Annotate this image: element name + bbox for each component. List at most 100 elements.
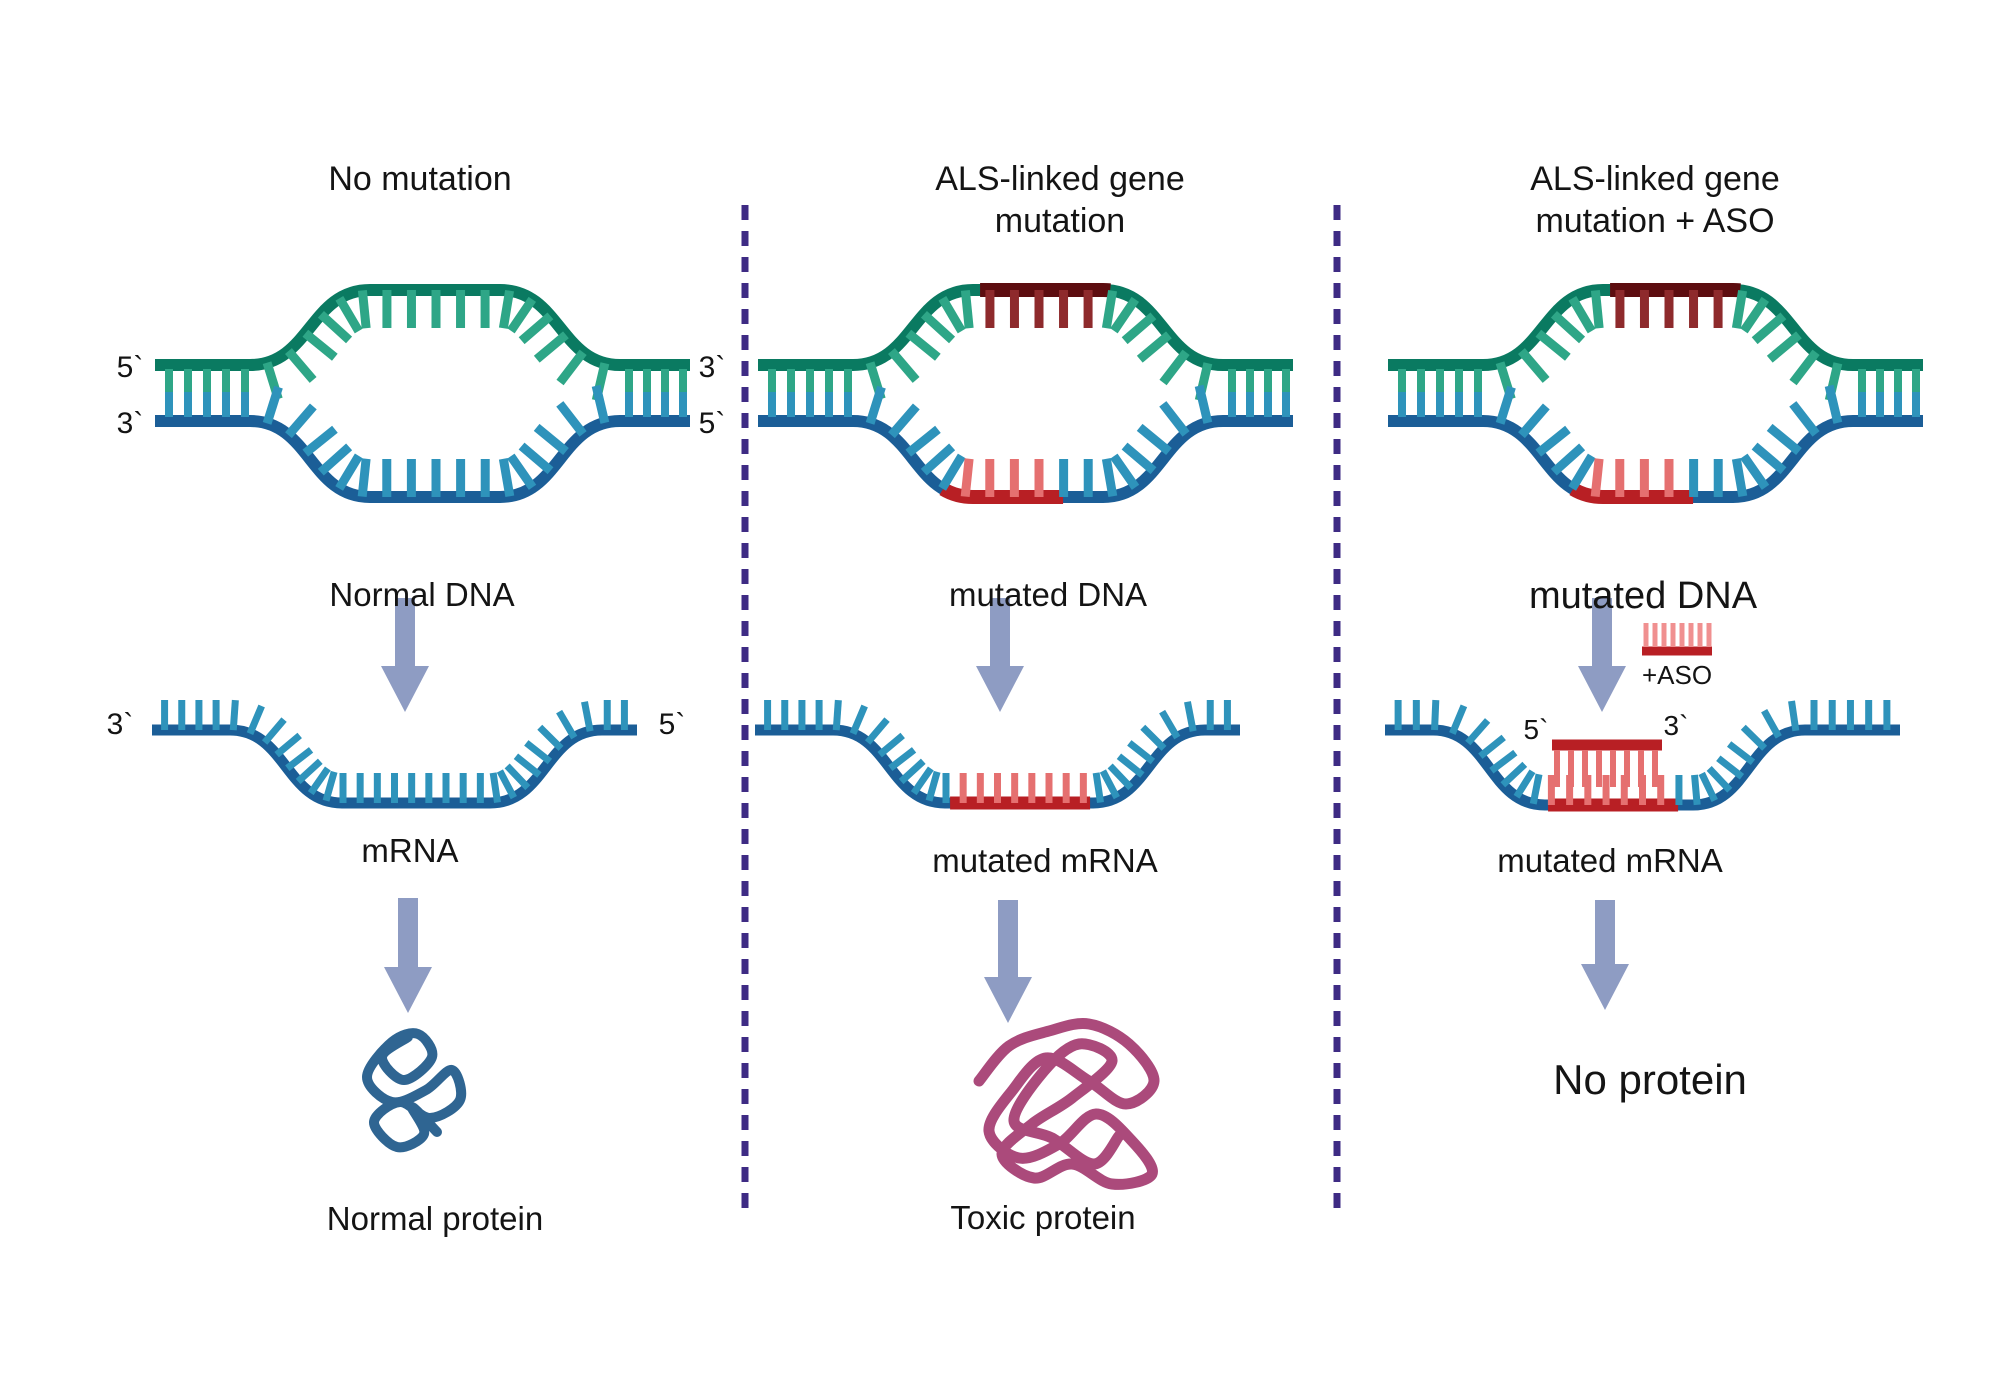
artwork-layer xyxy=(152,205,1923,1218)
flow-arrow xyxy=(976,598,1024,712)
mrna-tick xyxy=(1140,724,1167,751)
dna-top-tick xyxy=(507,296,537,334)
dna-top-mutation-segment xyxy=(1388,283,1923,372)
dna-top-tick xyxy=(335,296,363,334)
dna-bottom-strand xyxy=(758,415,1293,503)
mrna-tick xyxy=(1740,724,1768,751)
dna-top-tick xyxy=(1789,349,1820,386)
dna-bottom-tick xyxy=(1136,423,1172,455)
dna-bottom-tick xyxy=(1121,442,1157,475)
dna-top-tick xyxy=(1590,289,1604,329)
dna-top-tick xyxy=(1535,329,1571,361)
mrna-mutation-segment xyxy=(755,723,1240,810)
plus-aso-label: +ASO xyxy=(1642,660,1712,690)
mrna-tick xyxy=(877,732,905,758)
column2-title-line2: mutation xyxy=(995,202,1125,240)
dna-bottom-tick xyxy=(285,403,317,439)
dna-top-tick xyxy=(1766,331,1802,363)
dna-top-tick xyxy=(317,311,353,344)
dna-top-tick xyxy=(1110,296,1140,334)
dna-bottom-strand xyxy=(155,415,690,503)
mrna-tick xyxy=(295,758,323,785)
mrna-label: mRNA xyxy=(361,832,458,869)
mrna-tick xyxy=(1726,741,1756,766)
dna-top-tick xyxy=(518,312,554,345)
dna-bottom-tick xyxy=(1518,403,1550,439)
mrna-tick xyxy=(556,709,578,740)
mrna-tick xyxy=(1489,749,1518,774)
no-protein-label: No protein xyxy=(1553,1056,1747,1103)
mutated-mrna-label-col2: mutated mRNA xyxy=(932,842,1158,879)
dna-bottom-tick xyxy=(1731,458,1748,498)
mrna-tick xyxy=(504,763,531,791)
dna-top-tick xyxy=(1740,296,1770,334)
dna-bottom-tick xyxy=(335,453,363,491)
mrna-tick xyxy=(322,770,338,802)
mutated-dna-label-col3: mutated DNA xyxy=(1529,575,1758,617)
dna-bottom-tick xyxy=(1194,384,1213,424)
mutated-mrna-label-col3: mutated mRNA xyxy=(1497,842,1723,879)
mrna-tick xyxy=(285,747,314,771)
dna-bottom-tick xyxy=(1590,458,1604,498)
dna-top-tick xyxy=(1101,289,1118,329)
mrna-tick xyxy=(1529,773,1543,805)
dna-bottom-tick xyxy=(865,385,886,425)
column2-title-line1: ALS-linked gene xyxy=(935,160,1185,198)
toxic-protein-label: Toxic protein xyxy=(950,1199,1135,1236)
dna-bottom-tick xyxy=(498,458,515,498)
column3-title-line1: ALS-linked gene xyxy=(1530,160,1780,198)
dna-bottom-tick xyxy=(518,442,554,475)
mrna-tick xyxy=(1500,761,1528,788)
dna-bottom-tick xyxy=(1568,453,1596,491)
mrna-tick xyxy=(1159,709,1181,740)
dna-bottom-tick xyxy=(1535,425,1571,457)
mrna-tick xyxy=(581,701,594,732)
mrna1-5prime-right-label: 5` xyxy=(659,708,686,741)
dna-bottom-tick xyxy=(1740,453,1770,490)
dna-top-tick xyxy=(533,331,569,363)
mrna-tick xyxy=(1706,766,1733,793)
dna-bottom-tick xyxy=(960,458,974,498)
flow-arrow xyxy=(1581,900,1629,1010)
dna-top-strand xyxy=(758,284,1293,371)
dna-top-tick xyxy=(1159,349,1190,386)
flow-arrow xyxy=(1578,598,1626,712)
dna1-3prime-top-right-label: 3` xyxy=(699,351,726,384)
flow-arrow xyxy=(384,898,432,1013)
mrna-tick xyxy=(910,766,934,796)
dna-top-tick xyxy=(1550,311,1586,344)
dna-bottom-mutation-segment xyxy=(1388,414,1923,504)
mrna-tick xyxy=(229,699,239,731)
mrna1-3prime-left-label: 3` xyxy=(107,708,134,741)
dna-bottom-tick xyxy=(1751,442,1787,475)
mrna-tick xyxy=(1478,734,1506,759)
aso-5prime-left-label: 5` xyxy=(1524,714,1549,745)
mrna-tick xyxy=(513,753,542,778)
dna-bottom-tick xyxy=(920,443,956,476)
dna-top-tick xyxy=(1518,348,1550,383)
mrna-tick xyxy=(925,770,941,802)
dna-bottom-tick xyxy=(507,453,537,490)
mrna-tick xyxy=(864,717,890,745)
mrna-tick xyxy=(888,747,917,771)
dna-bottom-tick xyxy=(302,425,338,457)
mrna-tick xyxy=(1092,772,1104,804)
mrna-tick xyxy=(898,758,926,785)
mrna-tick xyxy=(1127,740,1156,765)
dna-bottom-tick xyxy=(556,401,587,437)
mrna-tick xyxy=(261,717,287,745)
dna-bottom-tick xyxy=(1159,401,1190,437)
dna-bottom-tick xyxy=(1550,443,1586,476)
dna-top-strand xyxy=(1388,284,1923,371)
dna-top-tick xyxy=(1751,312,1787,345)
dna-top-tick xyxy=(357,289,371,329)
dna-bottom-tick xyxy=(1495,385,1516,425)
mrna-tick xyxy=(1449,704,1468,735)
normal-protein-squiggle xyxy=(362,1028,467,1153)
mrna-tick xyxy=(496,769,517,800)
mrna-tick xyxy=(1184,701,1197,732)
dna-top-tick xyxy=(556,349,587,386)
mrna-tick xyxy=(489,772,501,804)
dna-top-mutation-segment xyxy=(758,283,1293,372)
